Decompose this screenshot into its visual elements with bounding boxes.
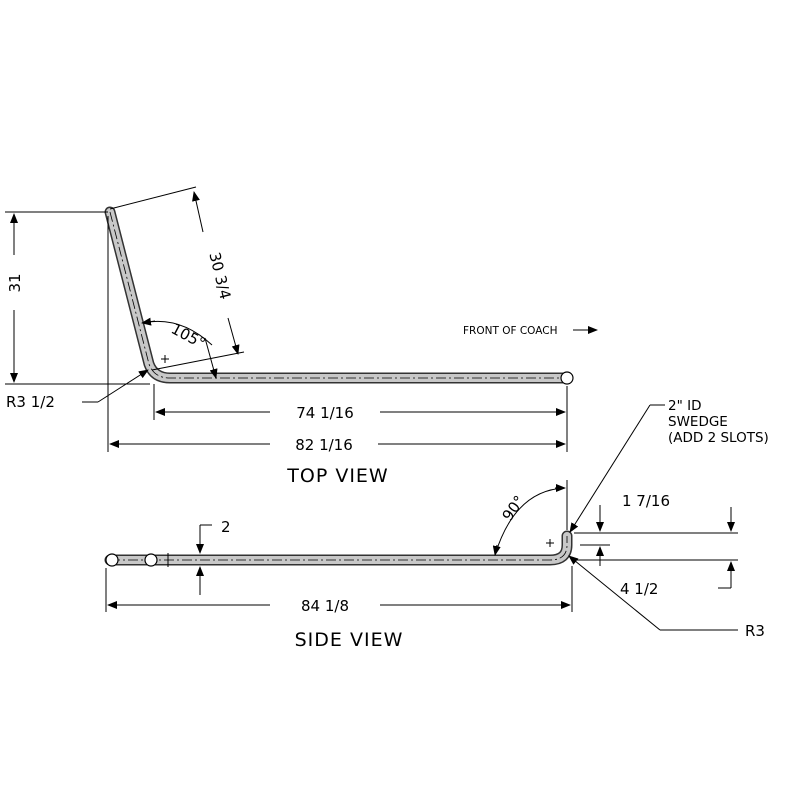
side-view-title: SIDE VIEW: [295, 629, 404, 651]
side-view-slot-2: [144, 553, 158, 567]
dim-r3-1-2-label: R3 1/2: [6, 393, 55, 411]
top-view-tube-fill: [106, 208, 571, 382]
top-view-centerline: [109, 211, 567, 379]
dim-1-7-16: 1 7/16: [574, 492, 738, 566]
dim-90-label: 90°: [499, 492, 529, 524]
dim-31-label: 31: [6, 273, 24, 292]
dim-84-1-8: 84 1/8: [105, 566, 573, 615]
top-view-title: TOP VIEW: [286, 465, 388, 487]
front-of-coach-label: FRONT OF COACH: [463, 325, 558, 337]
top-view: 31 30 3/4 105° R3 1/2 FRONT OF COACH: [5, 186, 598, 487]
dim-74-1-16: 74 1/16: [153, 384, 568, 452]
dim-105-label: 105°: [168, 320, 208, 353]
top-view-tube-outline: [104, 206, 573, 384]
dim-82-1-16: 82 1/16: [107, 216, 566, 454]
swedge-note-line2: SWEDGE: [668, 414, 728, 430]
swedge-note: 2" ID SWEDGE (ADD 2 SLOTS): [569, 398, 769, 533]
dim-2-label: 2: [221, 518, 231, 536]
dim-r3-label: R3: [745, 622, 765, 640]
side-view-slot-1: [105, 553, 119, 567]
top-view-bend-center-mark: [161, 355, 169, 363]
dim-r3: R3: [568, 555, 765, 640]
dim-30-3-4-label: 30 3/4: [205, 250, 234, 301]
side-view-centerline: [110, 536, 568, 561]
dim-4-1-2-label: 4 1/2: [620, 580, 658, 598]
dim-90-angle: 90°: [492, 480, 568, 556]
swedge-note-line1: 2" ID: [668, 398, 701, 414]
dim-74-1-16-label: 74 1/16: [296, 404, 354, 422]
dim-4-1-2: 4 1/2: [574, 507, 738, 598]
side-view-tube-fill: [106, 532, 571, 564]
dim-2: 2: [196, 518, 231, 595]
dim-r3-1-2: R3 1/2: [6, 369, 149, 411]
dim-82-1-16-label: 82 1/16: [295, 436, 353, 454]
top-view-tube-end: [560, 371, 574, 385]
side-view: 2 90° 2" ID SWEDGE (ADD 2 SLOTS) 1 7/16: [104, 398, 769, 651]
swedge-note-line3: (ADD 2 SLOTS): [668, 430, 769, 446]
side-view-bend-center-mark: [546, 539, 554, 547]
dim-84-1-8-label: 84 1/8: [301, 597, 349, 615]
dim-1-7-16-label: 1 7/16: [622, 492, 670, 510]
front-of-coach: FRONT OF COACH: [463, 325, 598, 337]
